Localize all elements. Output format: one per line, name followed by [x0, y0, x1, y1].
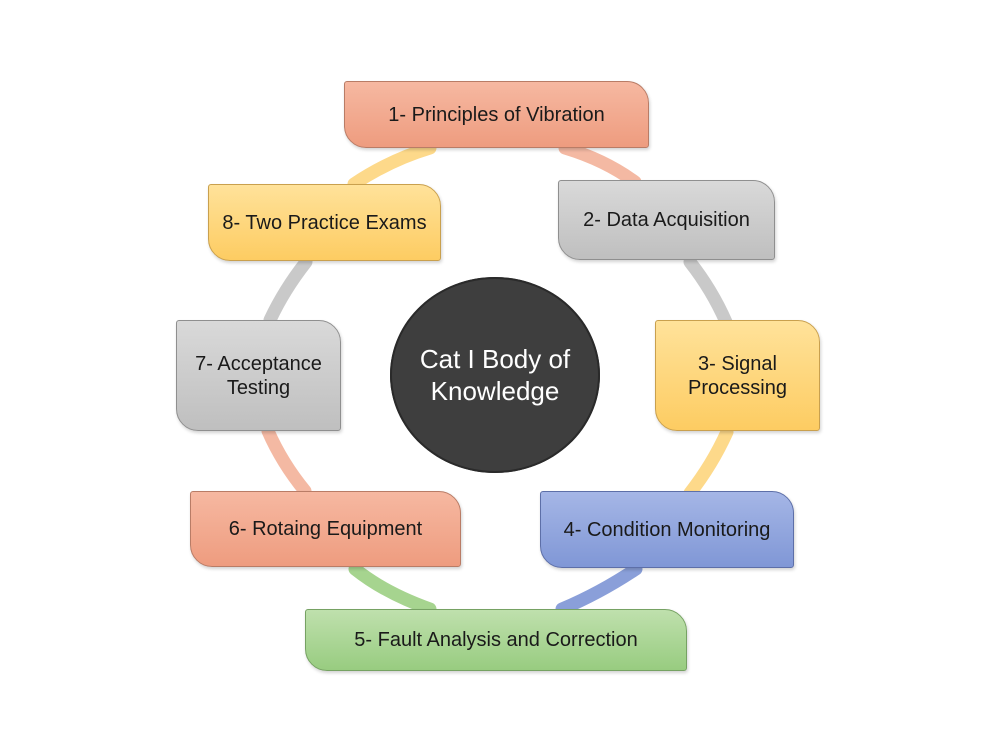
ring-arc-2-3: [683, 255, 733, 329]
ring-arc-1-2: [558, 141, 642, 189]
ring-arc-7-8: [263, 255, 313, 327]
node-rotaing-equipment: 6- Rotaing Equipment: [190, 491, 461, 567]
node-label: 5- Fault Analysis and Correction: [354, 629, 638, 651]
node-label: 4- Condition Monitoring: [563, 518, 771, 541]
node-label: 7- Acceptance Testing: [195, 352, 322, 399]
ring-arc-8-1: [347, 141, 437, 191]
node-label: 2- Data Acquisition: [583, 209, 750, 231]
center-label: Cat I Body of Knowledge: [419, 344, 571, 406]
ring-arc-4-5: [555, 562, 643, 616]
center-hub: Cat I Body of Knowledge: [390, 277, 600, 473]
node-condition-monitoring: 4- Condition Monitoring: [540, 491, 794, 568]
node-label: 6- Rotaing Equipment: [228, 518, 423, 540]
node-acceptance-testing: 7- Acceptance Testing: [176, 320, 341, 431]
ring-arc-6-7: [261, 424, 312, 498]
node-label: 8- Two Practice Exams: [222, 211, 427, 234]
node-principles-of-vibration: 1- Principles of Vibration: [344, 81, 649, 148]
node-data-acquisition: 2- Data Acquisition: [558, 180, 775, 260]
ring-arc-5-6: [348, 562, 437, 616]
node-signal-processing: 3- Signal Processing: [655, 320, 820, 431]
node-two-practice-exams: 8- Two Practice Exams: [208, 184, 441, 261]
ring-arc-3-4: [683, 425, 734, 500]
node-fault-analysis-and-correction: 5- Fault Analysis and Correction: [305, 609, 687, 671]
node-label: 1- Principles of Vibration: [388, 103, 605, 126]
node-label: 3- Signal Processing: [688, 352, 787, 399]
